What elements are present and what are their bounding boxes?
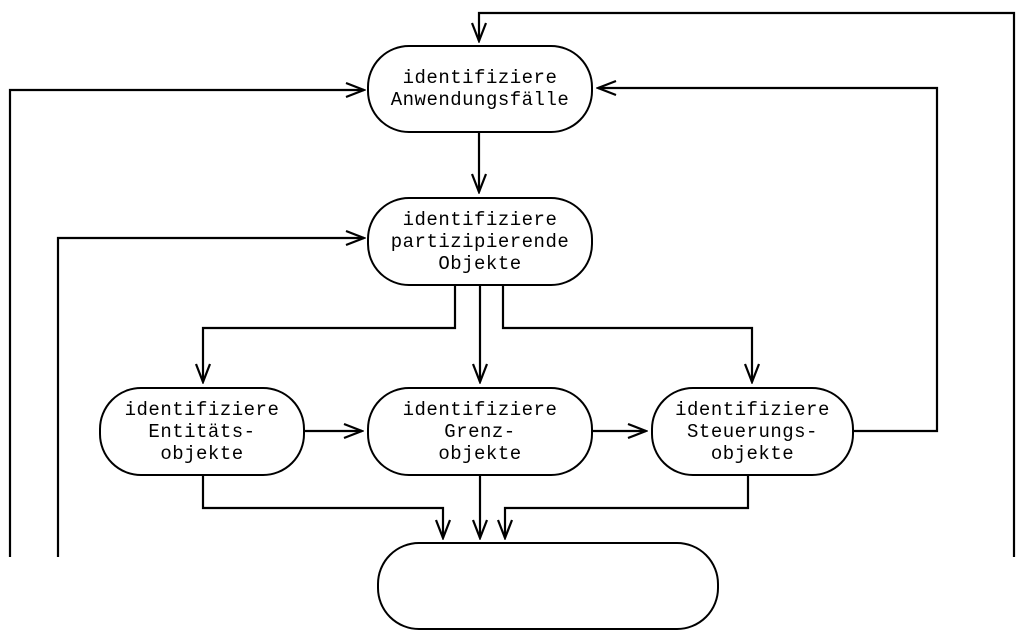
edge-left-feedback-into-partizipierende xyxy=(56,238,364,557)
edge-top-feedback-into-anwendungsfaelle xyxy=(479,11,1016,557)
node-identifiziere-partizipierende-objekte: identifiziere partizipierende Objekte xyxy=(367,197,593,286)
edge-layer xyxy=(8,11,1016,557)
edge-partizipierende-to-steuerungs xyxy=(501,286,752,382)
node-identifiziere-anwendungsfaelle: identifiziere Anwendungsfälle xyxy=(367,45,593,133)
node-identifiziere-entitaetsobjekte: identifiziere Entitäts- objekte xyxy=(99,387,305,476)
node-bottom-partial xyxy=(377,542,719,630)
node-identifiziere-grenzobjekte: identifiziere Grenz- objekte xyxy=(367,387,593,476)
edge-steuerungs-to-bottom xyxy=(505,476,750,538)
edge-partizipierende-to-entitaets xyxy=(203,286,457,382)
edge-entitaets-to-bottom xyxy=(201,476,443,538)
flowchart-canvas: identifiziere Anwendungsfälle identifizi… xyxy=(8,11,1016,630)
node-identifiziere-steuerungsobjekte: identifiziere Steuerungs- objekte xyxy=(651,387,854,476)
edge-steuerungs-to-anwendungsfaelle xyxy=(598,88,939,433)
edge-left-feedback-into-anwendungsfaelle xyxy=(8,90,364,557)
